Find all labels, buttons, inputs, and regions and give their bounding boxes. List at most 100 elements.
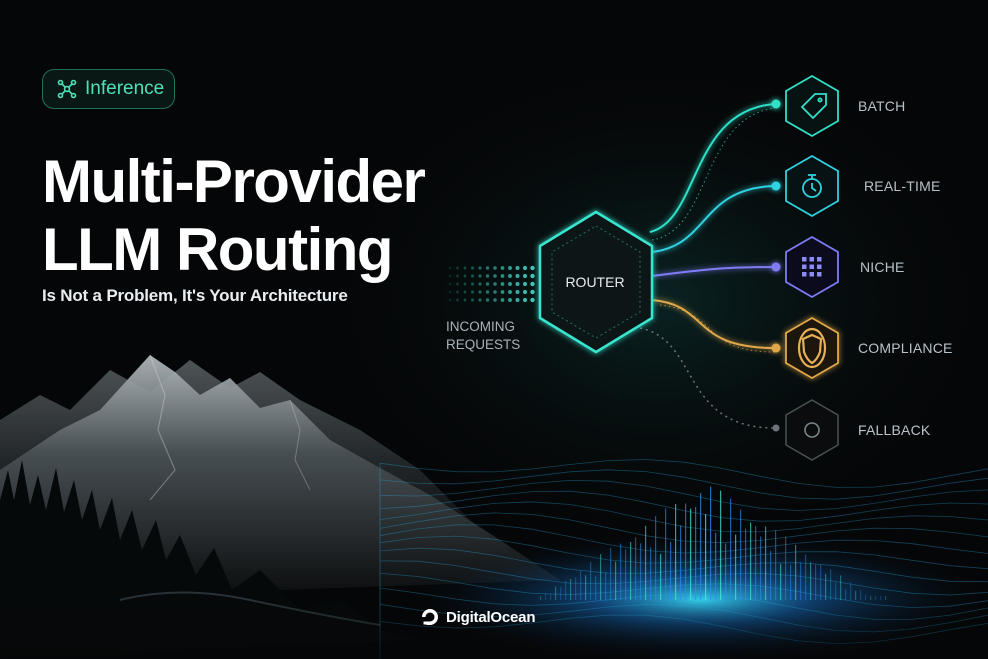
wave-column: [865, 594, 867, 600]
wave-column: [725, 543, 727, 600]
wave-column: [840, 575, 842, 600]
incoming-dot: [470, 282, 475, 286]
wave-column: [800, 562, 802, 600]
wave-column: [700, 492, 702, 600]
wave-column: [580, 570, 582, 600]
incoming-dot: [530, 289, 535, 295]
wave-column: [540, 596, 542, 600]
incoming-dot: [463, 282, 467, 286]
wave-column: [610, 547, 612, 600]
endpoint-batch: [771, 99, 781, 109]
endpoint-real-time: [771, 181, 781, 191]
wave-column: [685, 503, 687, 600]
incoming-dot: [515, 297, 520, 303]
wave-column: [855, 590, 857, 600]
wave-column: [665, 508, 667, 600]
incoming-dot: [530, 265, 535, 271]
incoming-dot: [500, 266, 505, 270]
incoming-dot: [456, 266, 459, 270]
wave-column: [570, 579, 572, 600]
wave-column: [630, 542, 632, 600]
brand-logo: DigitalOcean: [420, 607, 535, 627]
wave-column: [750, 522, 752, 600]
wave-column: [600, 554, 602, 600]
incoming-dot: [530, 297, 535, 303]
incoming-dot: [522, 273, 528, 279]
circle-icon: [804, 422, 820, 438]
wave-column: [875, 596, 877, 600]
wave-column: [620, 543, 622, 600]
incoming-dot: [493, 290, 497, 294]
wave-column: [820, 564, 822, 600]
wave-column: [690, 508, 692, 600]
node-fallback: [785, 399, 839, 461]
price-tag-icon: [800, 93, 827, 120]
wave-column: [745, 528, 747, 600]
incoming-dot: [485, 266, 490, 270]
incoming-dot: [485, 290, 490, 294]
incoming-dot: [500, 282, 505, 286]
incoming-dot: [448, 274, 452, 278]
wave-column: [710, 486, 712, 600]
wave-column: [680, 525, 682, 600]
endpoint-niche: [771, 262, 781, 272]
wave-column: [715, 532, 717, 600]
incoming-dot: [470, 298, 475, 302]
incoming-dot: [485, 298, 490, 302]
wave-column: [560, 586, 562, 600]
router-label: ROUTER: [565, 274, 625, 290]
incoming-dot: [493, 266, 497, 270]
incoming-dot: [470, 290, 475, 294]
incoming-dot: [508, 266, 512, 270]
wave-column: [785, 536, 787, 600]
node-niche: [785, 235, 839, 299]
wave-column: [850, 582, 852, 600]
incoming-dot: [515, 265, 520, 271]
wave-line: [379, 469, 988, 522]
incoming-dot: [478, 290, 482, 294]
wave-column: [705, 513, 707, 600]
wave-column: [790, 564, 792, 600]
page-title: Multi-Provider LLM Routing: [42, 148, 426, 284]
wave-column: [695, 506, 697, 600]
incoming-dot: [500, 298, 505, 302]
incoming-dot: [470, 274, 475, 278]
wave-column: [595, 575, 597, 600]
incoming-dot: [463, 274, 467, 278]
wave-column: [670, 542, 672, 600]
connector-compliance: [651, 299, 776, 349]
incoming-dot: [522, 289, 528, 295]
incoming-dot: [500, 274, 505, 278]
incoming-dot: [522, 281, 528, 287]
incoming-dot: [478, 274, 482, 278]
wave-column: [625, 549, 627, 600]
router-hexagon: [538, 210, 654, 354]
page-subtitle: Is Not a Problem, It's Your Architecture: [42, 286, 348, 305]
title-line-2: LLM Routing: [42, 216, 394, 283]
wave-column: [645, 525, 647, 600]
wave-column: [870, 596, 872, 600]
wave-line: [379, 479, 988, 534]
incoming-dot: [463, 298, 467, 302]
incoming-dot: [493, 282, 497, 286]
connector-real-time: [651, 185, 776, 253]
incoming-stream: [448, 265, 535, 303]
incoming-dot: [463, 290, 467, 294]
wave-column: [640, 543, 642, 600]
title-line-1: Multi-Provider: [42, 148, 426, 215]
wave-column: [720, 490, 722, 600]
wave-column: [545, 592, 547, 600]
incoming-dot: [522, 265, 528, 271]
route-label-niche: NICHE: [860, 259, 905, 275]
wave-column: [825, 574, 827, 600]
incoming-dot: [508, 290, 512, 294]
incoming-dot: [530, 273, 535, 279]
shield-icon: [797, 327, 827, 369]
incoming-dot: [508, 282, 512, 286]
wave-column: [860, 589, 862, 600]
wave-column: [675, 504, 677, 600]
wave-column: [755, 526, 757, 600]
wave-column: [575, 577, 577, 600]
wave-column: [635, 537, 637, 600]
